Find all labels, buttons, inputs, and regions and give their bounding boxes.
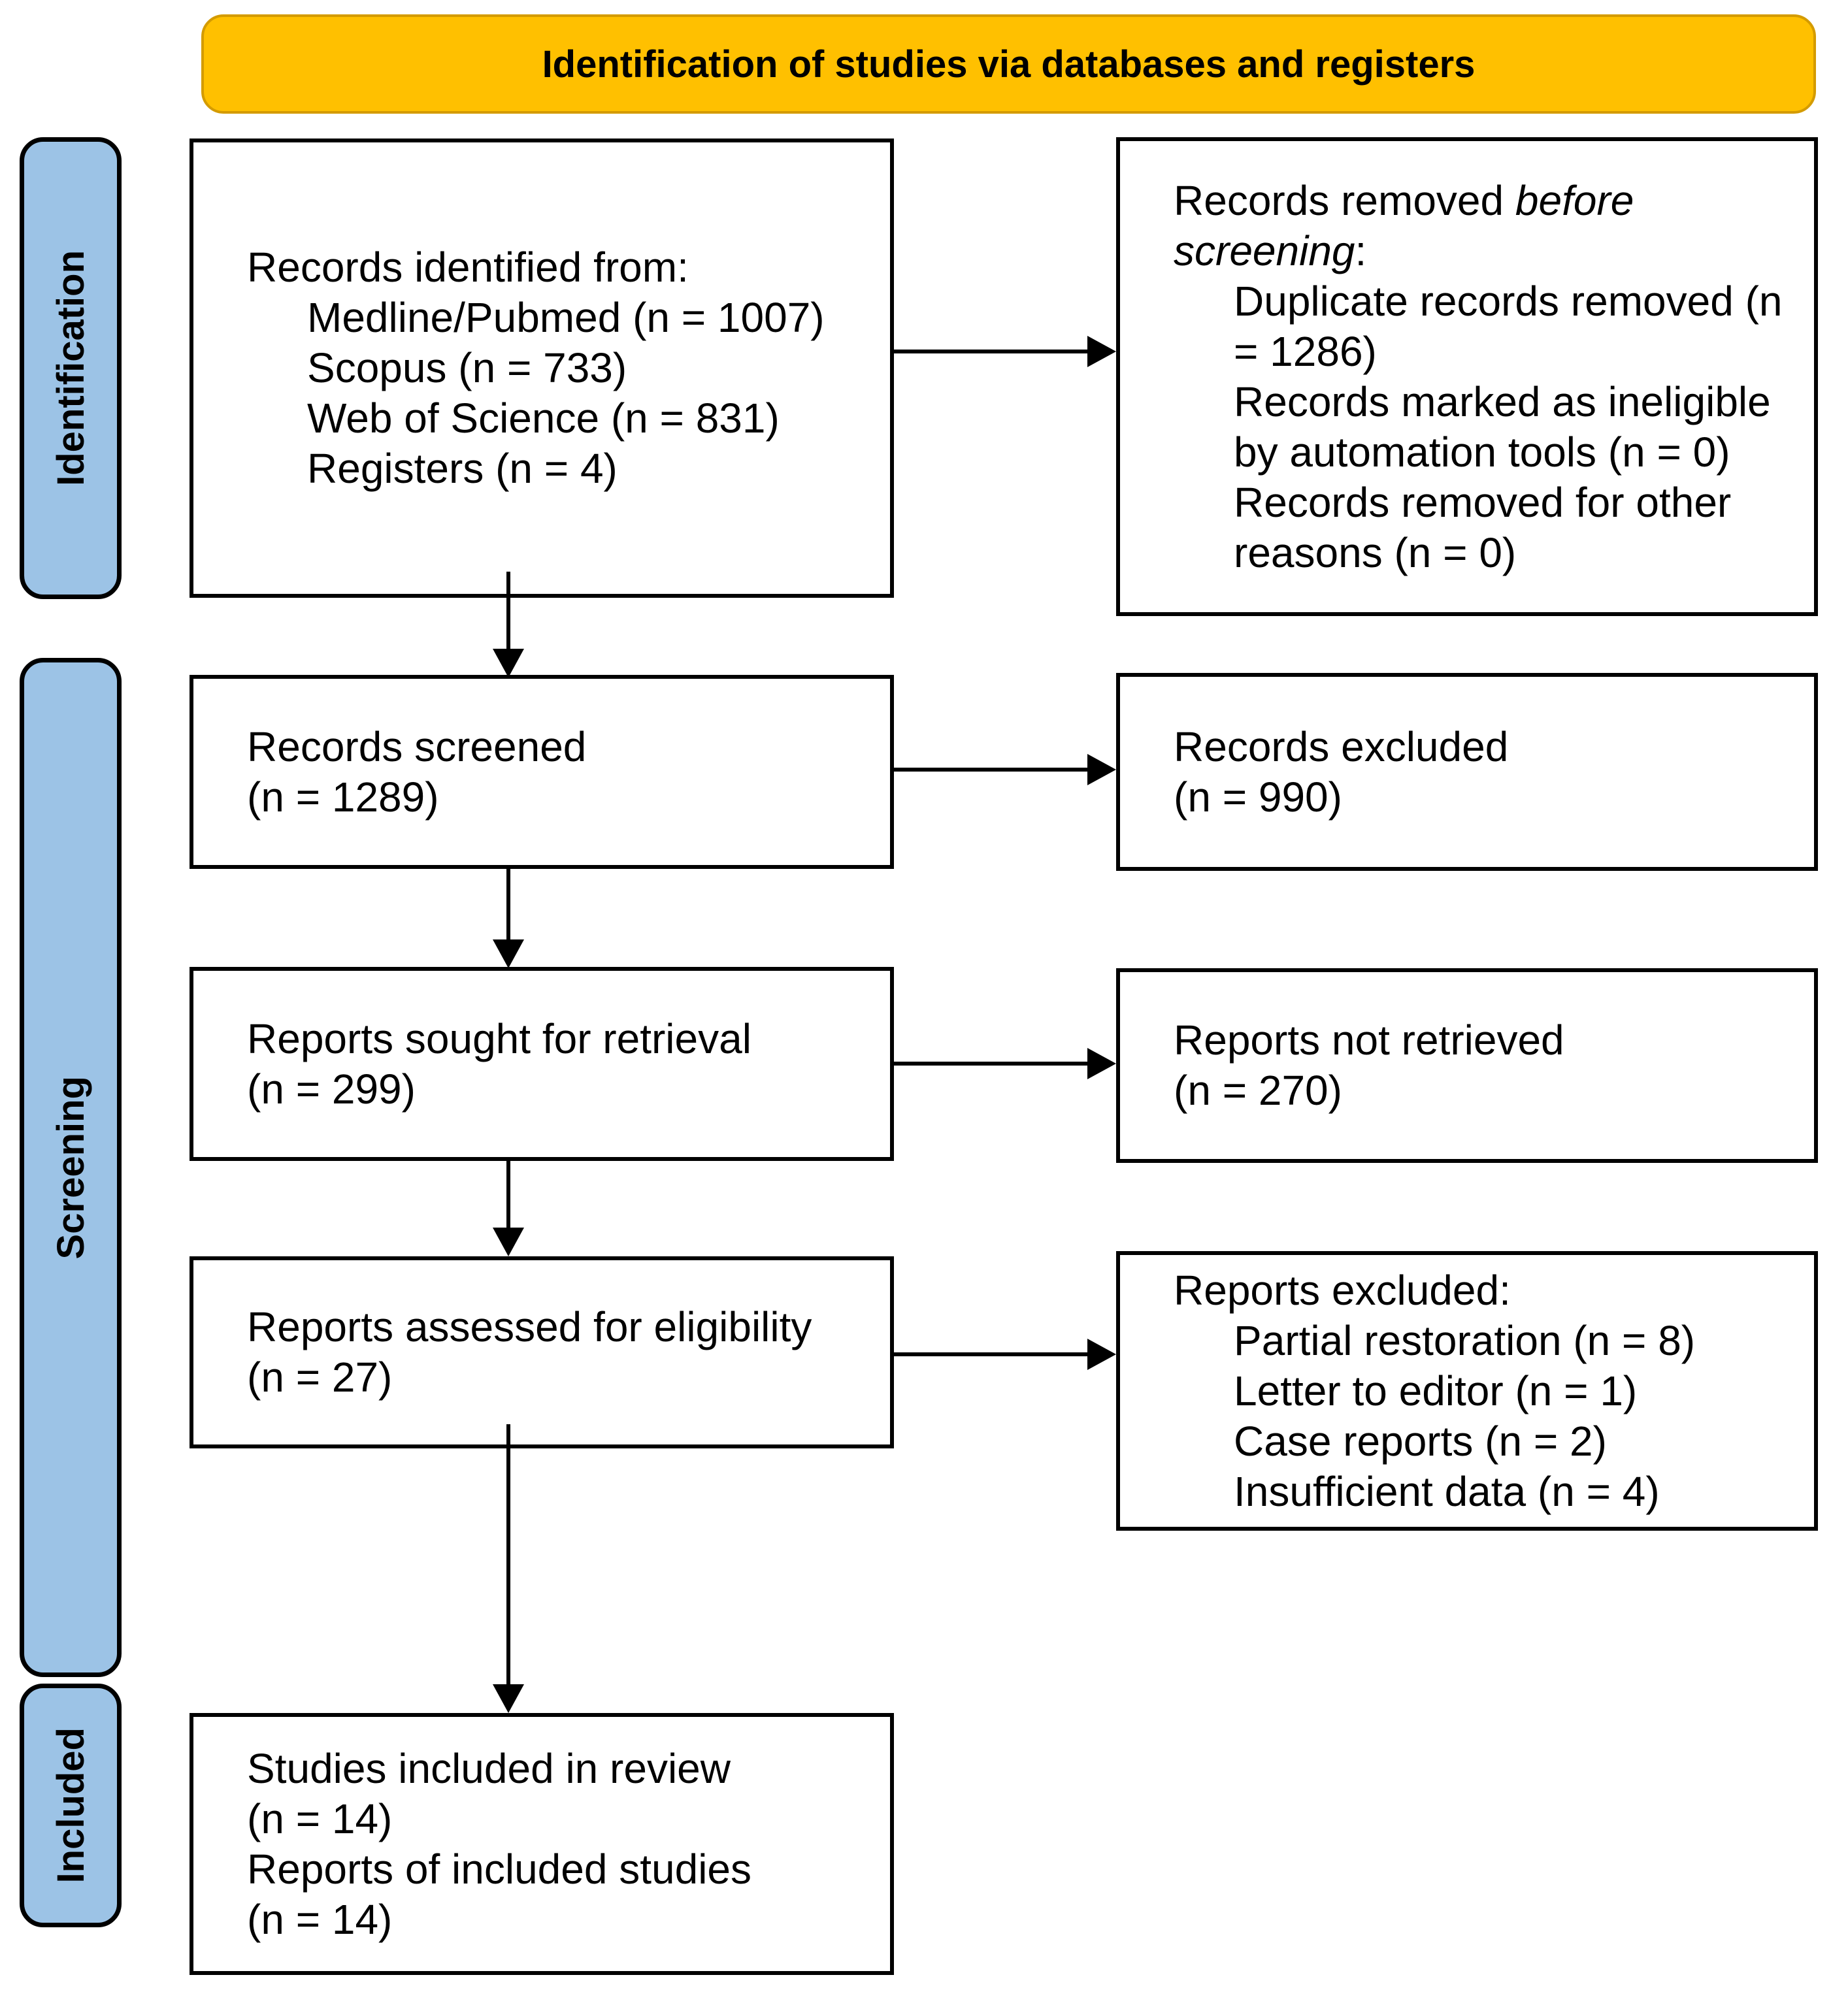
header-title: Identification of studies via databases … (542, 42, 1476, 86)
box-text-line: Case reports (n = 2) (1234, 1417, 1607, 1465)
box-text-line: Records removed before (1174, 176, 1634, 224)
box-text-line: Partial restoration (n = 8) (1234, 1316, 1696, 1364)
box-text-line: Insufficient data (n = 4) (1234, 1467, 1660, 1515)
box-text-line: (n = 270) (1174, 1067, 1342, 1114)
sidebar-screening: Screening (20, 658, 122, 1677)
box-text-line: (n = 27) (247, 1354, 393, 1401)
arrow-assessed-to-reports-excluded (894, 1339, 1116, 1370)
header-banner: Identification of studies via databases … (201, 14, 1816, 114)
arrow-sought-to-not-retrieved (894, 1048, 1116, 1079)
box-text-line: (n = 14) (247, 1795, 393, 1842)
box-text-line: Reports sought for retrieval (247, 1015, 751, 1062)
sidebar-included-label: Included (49, 1727, 92, 1884)
box-text-line: Reports assessed for eligibility (247, 1303, 812, 1350)
box-text-line: Letter to editor (n = 1) (1234, 1367, 1638, 1414)
box-text-line: (n = 1289) (247, 773, 439, 821)
box-text-line: Reports excluded: (1174, 1266, 1511, 1314)
box-text-line: Records removed for other (1234, 478, 1732, 526)
box-text-line: by automation tools (n = 0) (1234, 428, 1730, 476)
arrow-screened-to-excluded (894, 754, 1116, 785)
box-text-line: Records screened (247, 723, 587, 770)
box-text-line: Duplicate records removed (n (1234, 277, 1783, 325)
box-text-line: (n = 14) (247, 1895, 393, 1943)
box-text-line: reasons (n = 0) (1234, 529, 1517, 576)
arrow-assessed-to-included (493, 1424, 524, 1713)
box-text-line: Scopus (n = 733) (307, 344, 627, 391)
arrow-screened-to-sought (493, 869, 524, 968)
box-studies-included-in-review: Studies included in review(n = 14)Report… (190, 1713, 894, 1975)
box-text-line: Records excluded (1174, 723, 1509, 770)
box-text-line: Reports not retrieved (1174, 1017, 1564, 1064)
box-text-line: (n = 299) (247, 1065, 416, 1113)
box-text-line: Reports of included studies (247, 1845, 751, 1893)
box-text-line: Records marked as ineligible (1234, 378, 1771, 425)
box-records-identified: Records identified from:Medline/Pubmed (… (190, 139, 894, 598)
box-reports-not-retrieved: Reports not retrieved(n = 270) (1116, 968, 1818, 1163)
arrow-identified-to-removed (894, 336, 1116, 367)
box-text-line: Medline/Pubmed (n = 1007) (307, 294, 825, 341)
box-text-line: Studies included in review (247, 1744, 731, 1792)
box-reports-sought-for-retrieval: Reports sought for retrieval(n = 299) (190, 967, 894, 1161)
box-text-line: Registers (n = 4) (307, 445, 618, 492)
arrow-sought-to-assessed (493, 1161, 524, 1256)
box-text-line: = 1286) (1234, 327, 1377, 375)
box-text-line: (n = 990) (1174, 773, 1342, 821)
box-records-screened: Records screened(n = 1289) (190, 675, 894, 869)
box-text-line: screening: (1174, 227, 1367, 274)
box-text-line: Records identified from: (247, 244, 689, 291)
box-reports-assessed-for-eligibility: Reports assessed for eligibility(n = 27) (190, 1256, 894, 1448)
box-reports-excluded: Reports excluded:Partial restoration (n … (1116, 1251, 1818, 1531)
sidebar-identification: Identification (20, 137, 122, 599)
box-text-line: Web of Science (n = 831) (307, 395, 780, 442)
box-records-excluded: Records excluded(n = 990) (1116, 673, 1818, 871)
sidebar-screening-label: Screening (49, 1075, 92, 1260)
sidebar-identification-label: Identification (49, 250, 92, 486)
sidebar-included: Included (20, 1684, 122, 1927)
